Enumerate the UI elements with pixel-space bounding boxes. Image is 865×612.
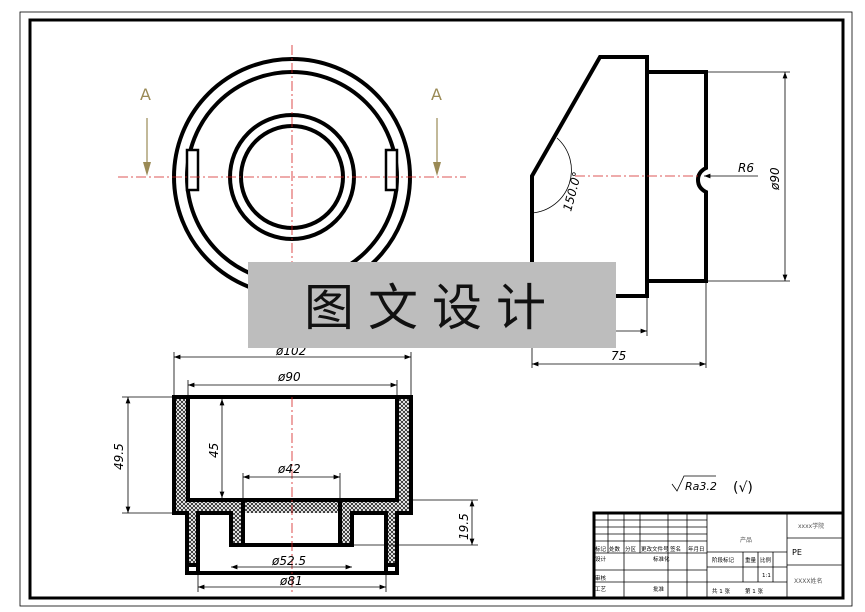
material: PE: [792, 548, 802, 557]
header-mark: 标记: [595, 545, 607, 553]
skirt-diameter-dimension: ø81: [279, 574, 303, 588]
drawing-frame: [28, 18, 845, 600]
inner-diameter-dimension: ø90: [277, 370, 301, 384]
review-label: 审核: [595, 574, 607, 582]
sheets-total: 共 1 张: [712, 587, 730, 595]
total-height-dimension: 49.5: [112, 443, 126, 470]
header-count: 处数: [609, 545, 621, 553]
diameter-dimension: ø90: [768, 167, 782, 191]
section-view: ø102 ø90 49.5 45 ø42 19.5 ø52.5 ø81: [112, 344, 478, 592]
surface-roughness: Ra3.2 (√): [671, 475, 753, 496]
roughness-value: Ra3.2: [685, 480, 717, 493]
boss-diameter-dimension: ø52.5: [271, 554, 306, 568]
angle-dimension: 150.0°: [560, 170, 584, 213]
process-label: 工艺: [595, 586, 607, 593]
radius-dimension: R6: [738, 161, 754, 175]
section-arrow-left: A: [140, 85, 151, 176]
roughness-note: (√): [733, 480, 753, 496]
approve-label: 批准: [653, 585, 665, 593]
header-change-doc: 更改文件号: [641, 545, 669, 553]
top-view: [118, 45, 466, 297]
lower-height-dimension: 19.5: [457, 513, 471, 540]
header-date: 年月日: [688, 545, 705, 553]
length-dimension: 75: [611, 349, 626, 363]
design-label: 设计: [595, 555, 607, 563]
scale-label: 比例: [760, 556, 772, 564]
standardization-label: 标准化: [653, 555, 670, 563]
section-label: A: [431, 85, 442, 104]
author-name: XXXX姓名: [794, 577, 822, 585]
section-label: A: [140, 85, 151, 104]
sheet-number: 第 1 张: [745, 587, 763, 595]
cavity-depth-dimension: 45: [207, 443, 221, 458]
title-block: 标记 处数 分区 更改文件号 签名 年月日 设计 标准化 审核 工艺 批准 产品…: [592, 511, 845, 600]
scale-value: 1:1: [762, 573, 771, 579]
bore-diameter-dimension: ø42: [277, 462, 301, 476]
school-name: xxxx学院: [798, 522, 824, 530]
stage-mark-label: 阶段标记: [712, 556, 735, 564]
watermark: 图文设计: [248, 262, 616, 348]
product-label: 产品: [740, 536, 752, 544]
watermark-text: 图文设计: [304, 279, 560, 337]
section-arrow-right: A: [431, 85, 442, 176]
header-signature: 签名: [670, 545, 681, 553]
outer-border: [19, 11, 853, 607]
weight-label: 重量: [745, 556, 757, 564]
header-zone: 分区: [625, 545, 637, 553]
